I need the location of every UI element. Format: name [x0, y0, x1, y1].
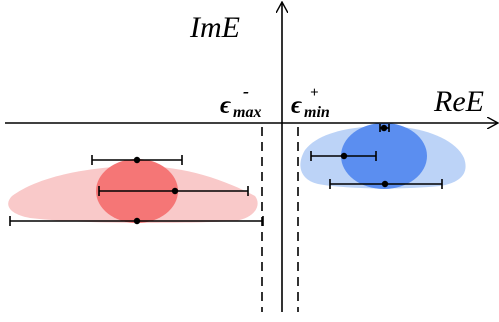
right-point-2: [340, 152, 348, 160]
svg-text:+: +: [310, 85, 319, 101]
right-point-3: [381, 180, 389, 188]
left-point-2: [171, 187, 179, 195]
imaginary-axis-label: ImE: [189, 11, 240, 44]
svg-text:max: max: [233, 104, 261, 121]
eps-min-label: ϵ min +: [291, 85, 330, 121]
svg-text:ϵ: ϵ: [220, 92, 231, 119]
real-axis-label: ReE: [433, 85, 484, 118]
svg-text:min: min: [304, 104, 330, 121]
left-point-1: [133, 156, 141, 164]
right-point-1: [380, 124, 388, 132]
svg-text:-: -: [243, 81, 249, 101]
left-point-3: [133, 217, 141, 225]
eps-max-label: ϵ max -: [220, 81, 261, 121]
svg-text:ϵ: ϵ: [291, 92, 302, 119]
right-core-region: [341, 123, 427, 189]
